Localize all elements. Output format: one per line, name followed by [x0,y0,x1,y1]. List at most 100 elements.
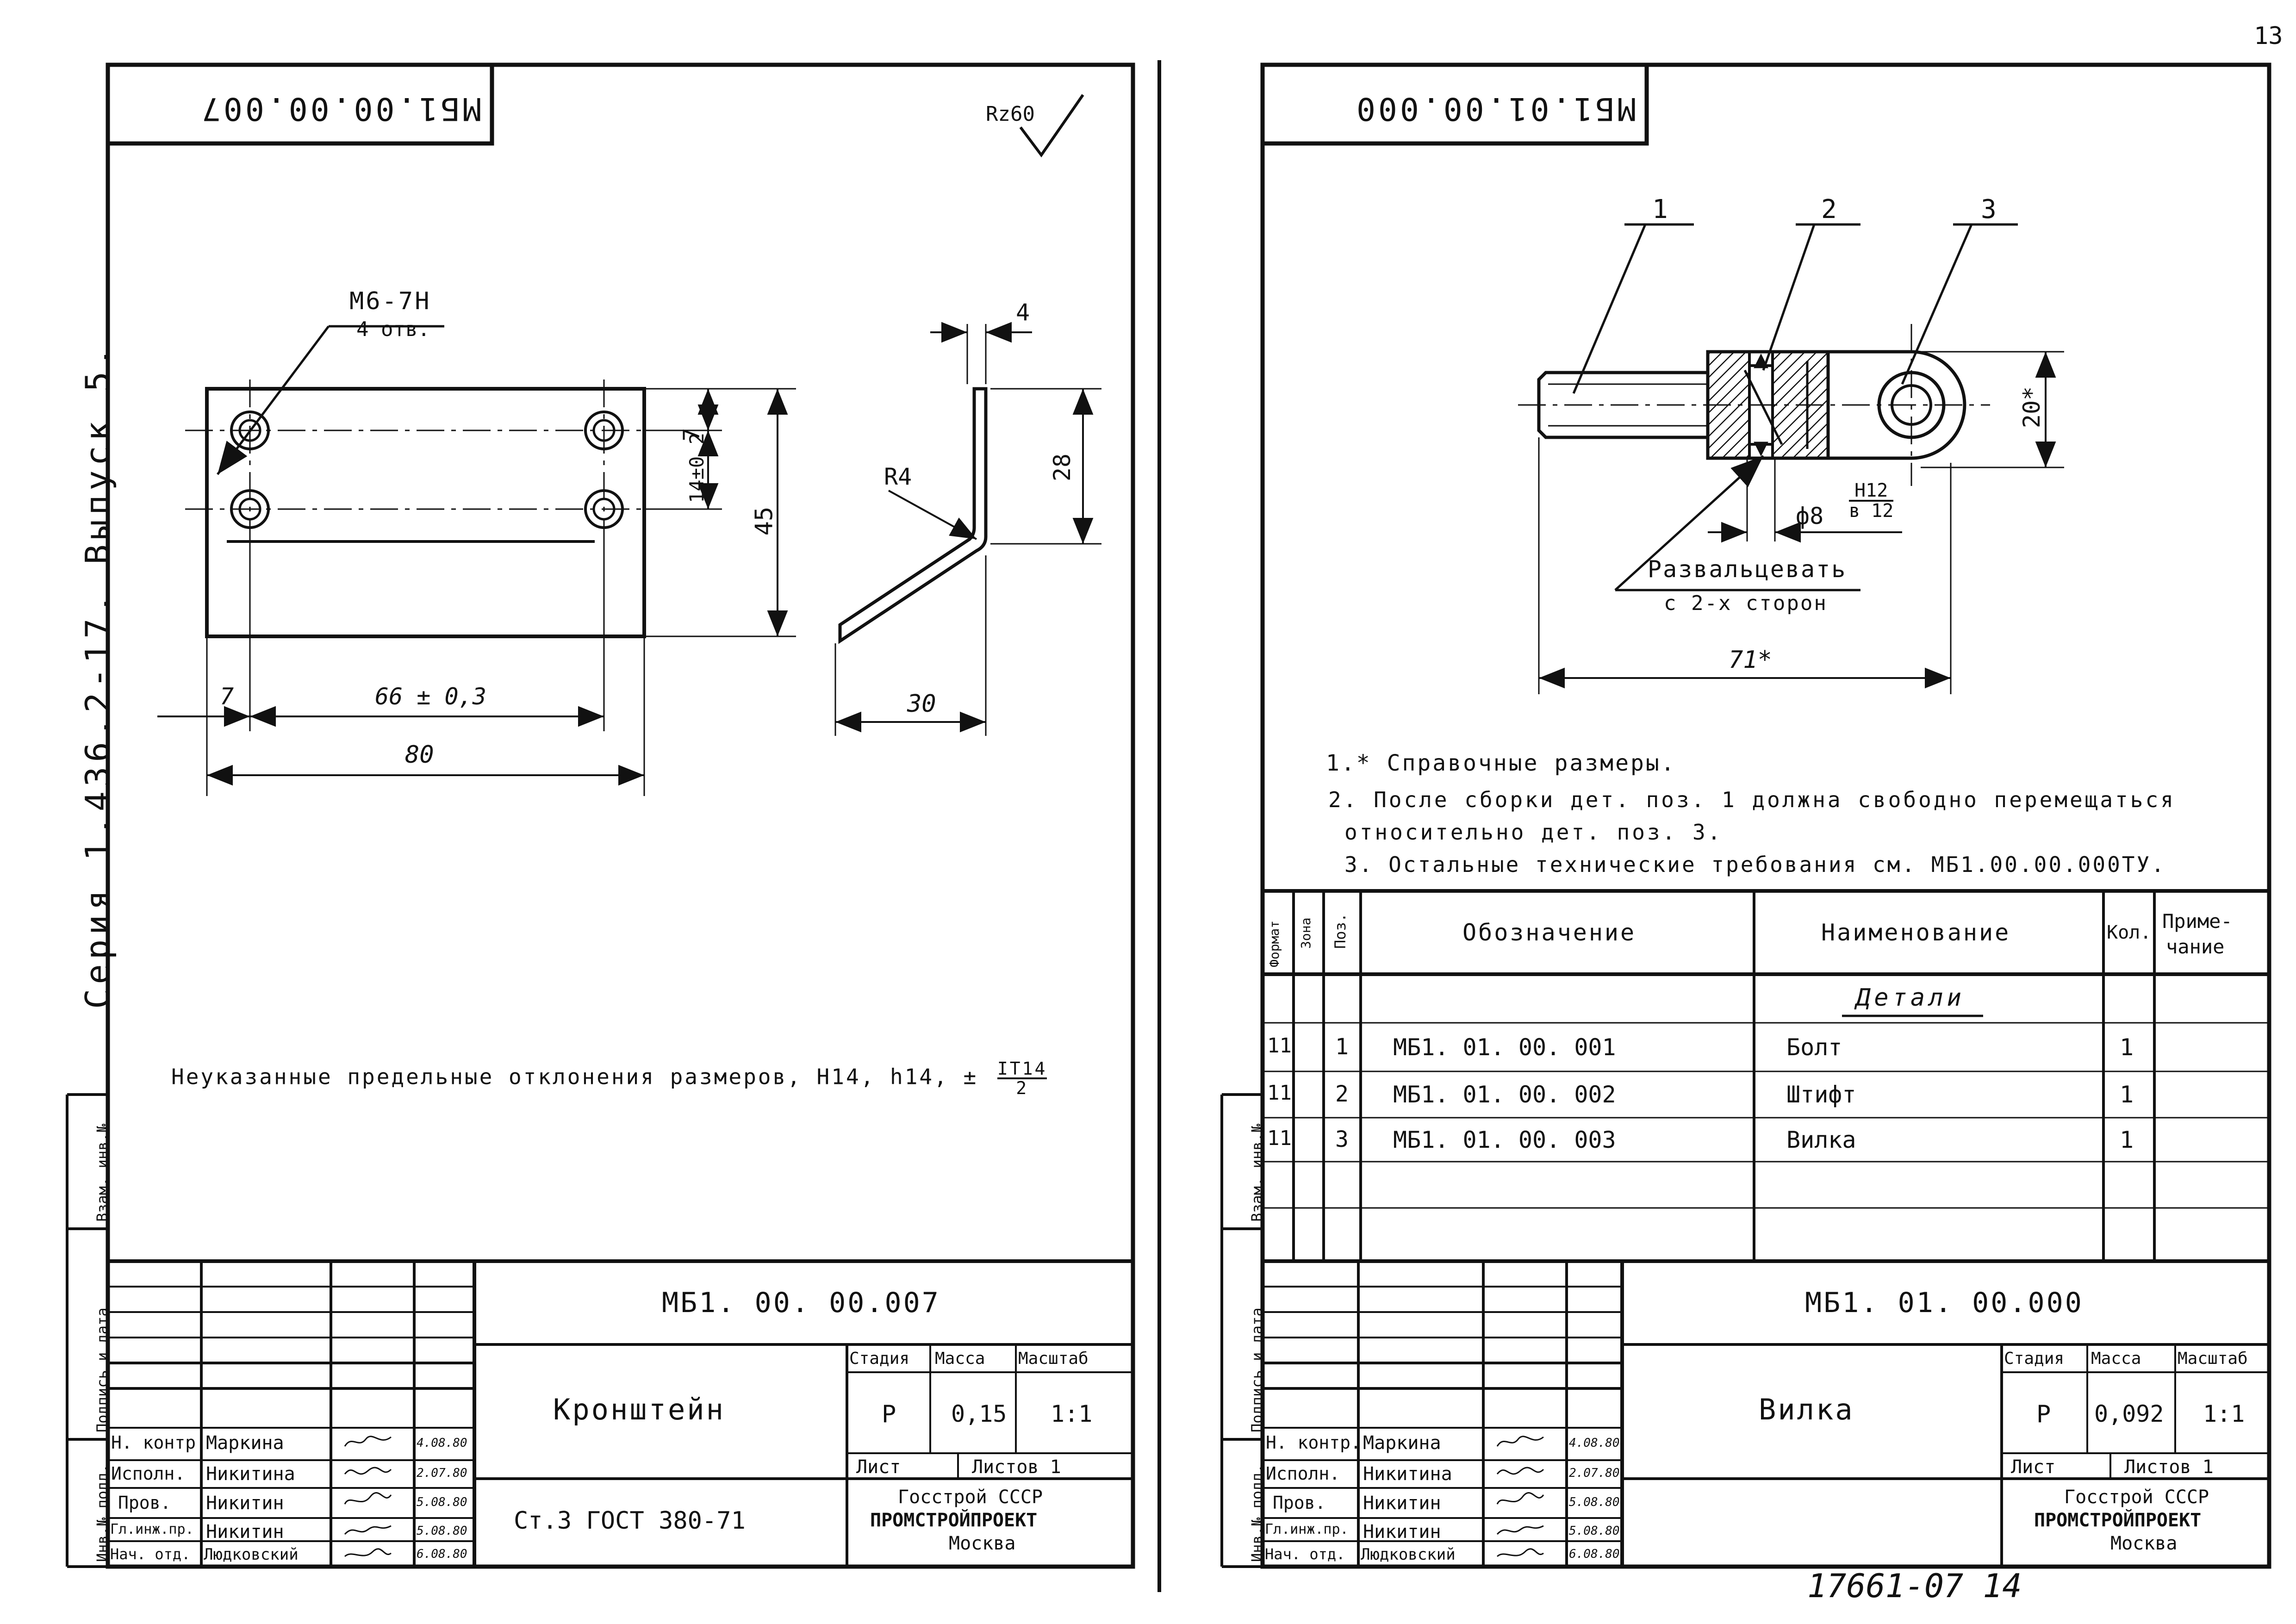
right-date-1: 2.07.80 [1569,1466,1620,1480]
fit-fraction: Н12 в 12 [1849,481,1894,520]
right-sheets-label: Листов 1 [2124,1456,2214,1478]
right-frame [1260,62,2271,1569]
left-corner-code: МБ1.00.00.007 [199,90,482,127]
profile-dim-30: 30 [907,690,936,718]
bracket-side-profile [834,322,1101,736]
tech-note-1: 1.* Справочные размеры. [1326,750,1676,776]
left-signature-3 [344,1525,392,1535]
spec-header-note-2: чание [2166,935,2225,958]
left-date-4: 6.08.80 [417,1547,467,1561]
dim-80: 80 [405,741,434,769]
left-mass: 0,15 [951,1400,1007,1427]
profile-dim-4: 4 [1016,299,1030,326]
dim-vertical-45: 45 [750,506,778,536]
spec-row-1-qty: 1 [2120,1034,2134,1061]
spec-row-2-format: 11 [1267,1081,1292,1105]
left-sheet [66,62,1135,1569]
left-date-0: 4.08.80 [417,1436,467,1450]
right-role-2: Пров. [1273,1493,1326,1513]
left-role-4: Нач. отд. [110,1545,191,1563]
left-sheets-label: Листов 1 [972,1456,1061,1478]
left-title-block-grid [108,1259,1133,1567]
right-date-0: 4.08.80 [1569,1436,1620,1450]
right-role-0: Н. контр. [1266,1432,1361,1453]
left-role-3: Гл.инж.пр. [110,1521,194,1537]
spec-header-designation: Обозначение [1462,919,1636,946]
right-signature-3 [1496,1525,1544,1535]
left-signature-1 [344,1467,392,1475]
dim-66: 66 ± 0,3 [375,683,486,710]
tolerance-note: Неуказанные предельные отклонения размер… [171,1060,1047,1097]
right-mass-header: Масса [2091,1349,2141,1368]
spec-header-note-1: Приме- [2162,910,2233,933]
left-role-2: Пров. [118,1493,171,1513]
left-date-3: 5.08.80 [417,1524,467,1538]
flare-note-2: с 2-х сторон [1664,591,1828,615]
right-signature-2 [1496,1492,1544,1505]
profile-radius: R4 [884,463,912,490]
tolerance-fraction-bottom: 2 [1016,1078,1029,1098]
dim-vertical-14: 14±0,2 [685,433,708,503]
left-margin-replace: Взам. инв.№ [93,1124,111,1222]
left-stage-header: Стадия [849,1349,910,1368]
right-name-3: Никитин [1363,1521,1441,1543]
right-role-1: Исполн. [1266,1463,1340,1484]
right-corner-code: МБ1.01.00.000 [1354,90,1636,127]
flare-note-1: Развальцевать [1648,556,1847,583]
series-side-title: Серия 1.436.2-17. Выпуск 5. [78,342,117,1009]
spec-row-2-qty: 1 [2120,1081,2134,1108]
left-name-2: Никитин [206,1493,284,1514]
right-name-2: Никитин [1363,1493,1441,1514]
tolerance-note-text: Неуказанные предельные отклонения размер… [171,1064,978,1089]
right-mass: 0,092 [2094,1400,2164,1427]
left-org-1: Госстрой СССР [898,1487,1043,1508]
right-sheet [1220,62,2271,1569]
spec-section-label: Детали [1856,984,1965,1012]
spec-row-3-qty: 1 [2120,1126,2134,1153]
spec-header-pos: Поз. [1332,913,1349,949]
spec-row-1-name: Болт [1786,1034,1842,1061]
fit-top: Н12 [1849,481,1894,502]
right-scale-header: Масштаб [2178,1349,2248,1368]
left-scale: 1:1 [1051,1400,1093,1427]
left-signature-0 [344,1436,392,1447]
profile-dim-28: 28 [1049,453,1076,482]
tolerance-fraction-top: IT14 [997,1058,1047,1079]
right-signature-4 [1496,1548,1544,1557]
spec-row-2-pos: 2 [1335,1081,1349,1107]
left-stage: Р [882,1400,896,1428]
balloon-2: 2 [1821,194,1837,224]
bracket-front-view [157,325,796,796]
left-frame [106,62,1135,1569]
page-number: 13 [2254,22,2283,50]
right-org-1: Госстрой СССР [2064,1487,2209,1508]
left-scale-header: Масштаб [1018,1349,1089,1368]
spec-header-format: Формат [1267,920,1282,967]
left-part-name: Кронштейн [553,1393,725,1426]
right-margin-sign: Подпись и дата [1248,1307,1266,1432]
thread-callout: М6-7Н [349,287,431,315]
right-margin-inv: Инв.№ подл. [1248,1464,1266,1562]
spec-row-3-format: 11 [1267,1126,1292,1150]
holes-callout: 4 отв. [356,317,430,341]
spec-table-grid [1263,889,2269,1263]
left-margin-sign: Подпись и дата [93,1307,111,1432]
left-role-1: Исполн. [111,1463,186,1484]
right-title-block-grid [1263,1259,2269,1567]
dim-edge-7: 7 [220,683,234,710]
right-part-name: Вилка [1759,1393,1854,1426]
left-doc-code: МБ1. 00. 00.007 [662,1287,940,1319]
spec-row-3-name: Вилка [1786,1126,1856,1153]
spec-row-3-pos: 3 [1335,1126,1349,1152]
left-date-2: 5.08.80 [417,1495,467,1509]
right-name-4: Людковский [1361,1545,1456,1564]
left-material: Ст.3 ГОСТ 380-71 [514,1507,746,1535]
right-stage: Р [2036,1400,2051,1428]
left-org-3: Москва [949,1533,1016,1554]
left-signature-2 [344,1492,392,1505]
right-org-2: ПРОМСТРОЙПРОЕКТ [2034,1510,2202,1531]
spec-row-2-name: Штифт [1786,1081,1856,1108]
spec-header-qty: Кол. [2107,922,2152,943]
tolerance-fraction: IT14 2 [997,1060,1047,1097]
